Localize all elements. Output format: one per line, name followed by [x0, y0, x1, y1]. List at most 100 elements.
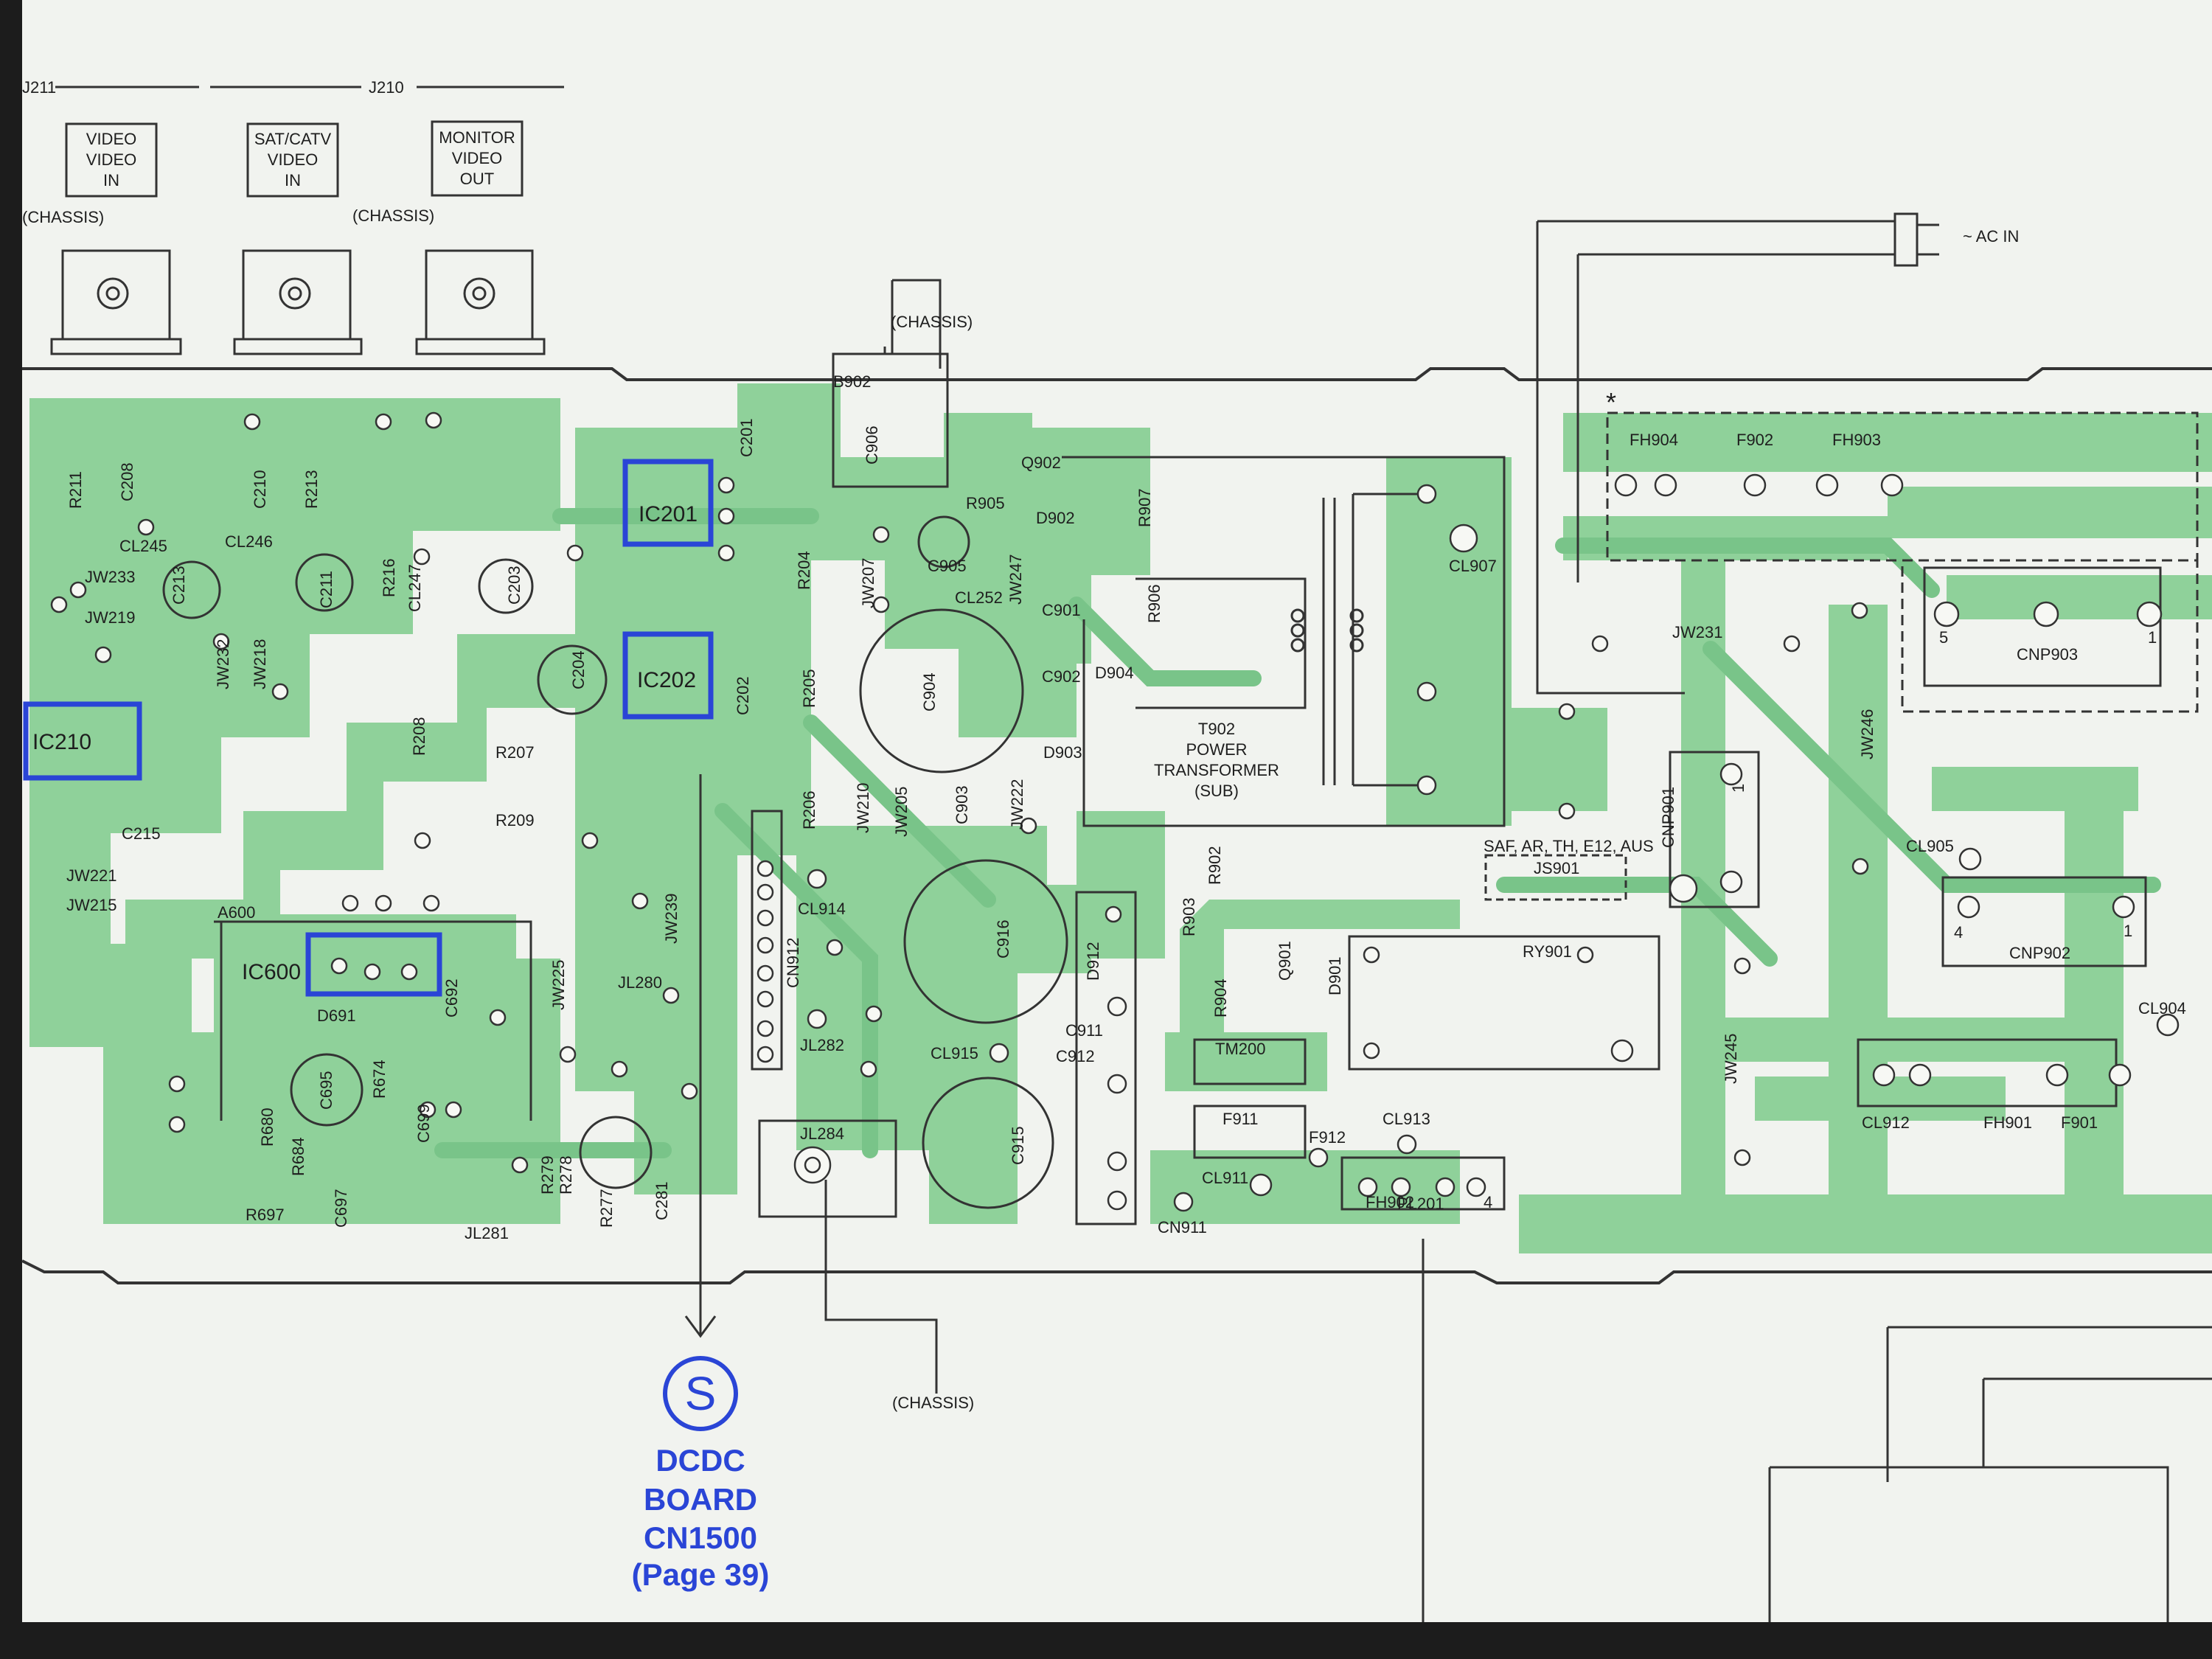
- component-ref-label: FH903: [1832, 431, 1881, 449]
- component-ref-label: C911: [1065, 1021, 1103, 1040]
- jack1-line3: IN: [103, 171, 119, 189]
- component-ref-label: C202: [734, 676, 752, 715]
- component-ref-label: C915: [1009, 1126, 1027, 1165]
- callout-line4: (Page 39): [632, 1557, 770, 1592]
- component-ref-label: R206: [800, 790, 818, 830]
- component-ref-label: D901: [1326, 956, 1344, 995]
- component-ref-label: JW239: [662, 894, 681, 944]
- component-ref-label: R209: [495, 811, 535, 830]
- component-ref-label: CL912: [1862, 1113, 1910, 1132]
- component-ref-label: R278: [557, 1155, 575, 1194]
- callout-circle: [663, 1356, 738, 1431]
- component-ref-label: Q902: [1021, 453, 1061, 472]
- component-ref-label: JW219: [85, 608, 135, 627]
- component-ref-label: C215: [122, 824, 161, 843]
- component-ref-label: D912: [1084, 942, 1102, 981]
- component-ref-label: R208: [410, 717, 428, 756]
- component-ref-label: F911: [1222, 1110, 1259, 1128]
- star-mark: *: [1606, 387, 1616, 417]
- component-ref-label: Q901: [1276, 941, 1294, 981]
- component-ref-label: JW232: [214, 639, 232, 689]
- ic600-label: IC600: [242, 960, 301, 984]
- jack2-line2: VIDEO: [268, 150, 318, 169]
- component-ref-label: CL247: [406, 564, 424, 612]
- chassis-top-label: (CHASSIS): [891, 313, 973, 331]
- component-ref-label: R902: [1206, 846, 1224, 885]
- capacitors: [162, 515, 1068, 1209]
- component-ref-label: CL246: [225, 532, 273, 551]
- jack3-line3: OUT: [460, 170, 494, 188]
- component-ref-label: JW247: [1006, 554, 1025, 605]
- component-ref-label: CL913: [1382, 1110, 1430, 1128]
- component-ref-label: R674: [370, 1060, 389, 1099]
- component-ref-label: C902: [1042, 667, 1081, 686]
- wiring: [214, 212, 2212, 1622]
- transformer-line2: POWER: [1186, 740, 1247, 759]
- transformer-line1: T902: [1198, 720, 1235, 738]
- component-ref-label: R279: [538, 1155, 557, 1194]
- trace-lines: [434, 508, 2161, 1158]
- component-ref-label: C208: [118, 462, 136, 501]
- component-ref-label: R904: [1211, 978, 1230, 1018]
- component-ref-label: C201: [737, 418, 756, 457]
- dcdc-arrow: [684, 848, 717, 1338]
- component-ref-label: R205: [800, 669, 818, 708]
- component-ref-label: CN911: [1158, 1218, 1207, 1237]
- jack1-line1: VIDEO: [86, 130, 136, 148]
- component-ref-label: C905: [928, 557, 967, 575]
- component-ref-label: A600: [218, 903, 255, 922]
- component-ref-label: 1: [2148, 628, 2157, 647]
- component-ref-label: JL282: [800, 1036, 844, 1054]
- component-ref-label: C916: [994, 919, 1012, 959]
- component-ref-label: C912: [1056, 1047, 1095, 1065]
- component-ref-label: C906: [863, 425, 881, 465]
- component-ref-label: JW222: [1008, 779, 1026, 830]
- component-ref-label: R211: [66, 471, 85, 509]
- component-ref-label: R277: [597, 1189, 616, 1228]
- component-ref-label: C210: [251, 470, 269, 509]
- component-ref-label: CNP901: [1659, 787, 1677, 848]
- component-ref-label: JW205: [892, 787, 911, 837]
- chassis-bottom-label: (CHASSIS): [892, 1394, 974, 1412]
- callout-symbol: S: [685, 1367, 717, 1420]
- component-ref-label: R216: [380, 558, 398, 597]
- component-ref-label: FH902: [1366, 1193, 1414, 1211]
- callout-line2: BOARD: [644, 1482, 757, 1517]
- component-ref-label: JW245: [1722, 1034, 1740, 1084]
- component-ref-label: D691: [317, 1006, 356, 1025]
- component-ref-label: JW246: [1858, 709, 1877, 759]
- ic210-label: IC210: [32, 730, 91, 754]
- component-ref-label: JW231: [1672, 623, 1722, 641]
- component-ref-label: R907: [1135, 488, 1154, 527]
- component-ref-label: C901: [1042, 601, 1081, 619]
- component-ref-label: CL252: [955, 588, 1003, 607]
- component-ref-label: D903: [1043, 743, 1082, 762]
- component-ref-label: JL281: [465, 1224, 509, 1242]
- component-ref-label: R680: [258, 1107, 276, 1147]
- ic202-label: IC202: [637, 668, 696, 692]
- component-ref-label: F912: [1309, 1128, 1346, 1147]
- component-ref-label: CL911: [1202, 1169, 1248, 1187]
- component-ref-label: D904: [1095, 664, 1134, 682]
- jack2-line1: SAT/CATV: [254, 130, 332, 148]
- component-ref-label: PL201: [1397, 1194, 1444, 1213]
- component-ref-label: CL905: [1906, 837, 1954, 855]
- component-ref-label: CL915: [931, 1044, 978, 1062]
- component-ref-label: JW233: [85, 568, 135, 586]
- component-ref-label: R684: [289, 1137, 307, 1176]
- component-ref-label: C204: [569, 650, 588, 689]
- component-ref-label: R204: [795, 551, 813, 590]
- transformer-line3: TRANSFORMER: [1154, 761, 1279, 779]
- jack3-line1: MONITOR: [439, 128, 515, 147]
- solder-pads: [50, 411, 2180, 1212]
- component-ref-label: 1: [2124, 922, 2132, 940]
- component-ref-label: C903: [953, 785, 971, 824]
- component-ref-label: JW218: [251, 639, 269, 689]
- js901-label: JS901: [1534, 859, 1579, 877]
- component-ref-label: JW225: [549, 960, 568, 1010]
- ic201-label: IC201: [639, 502, 698, 526]
- component-ref-label: CL904: [2138, 999, 2186, 1018]
- component-ref-label: 4: [1954, 923, 1963, 942]
